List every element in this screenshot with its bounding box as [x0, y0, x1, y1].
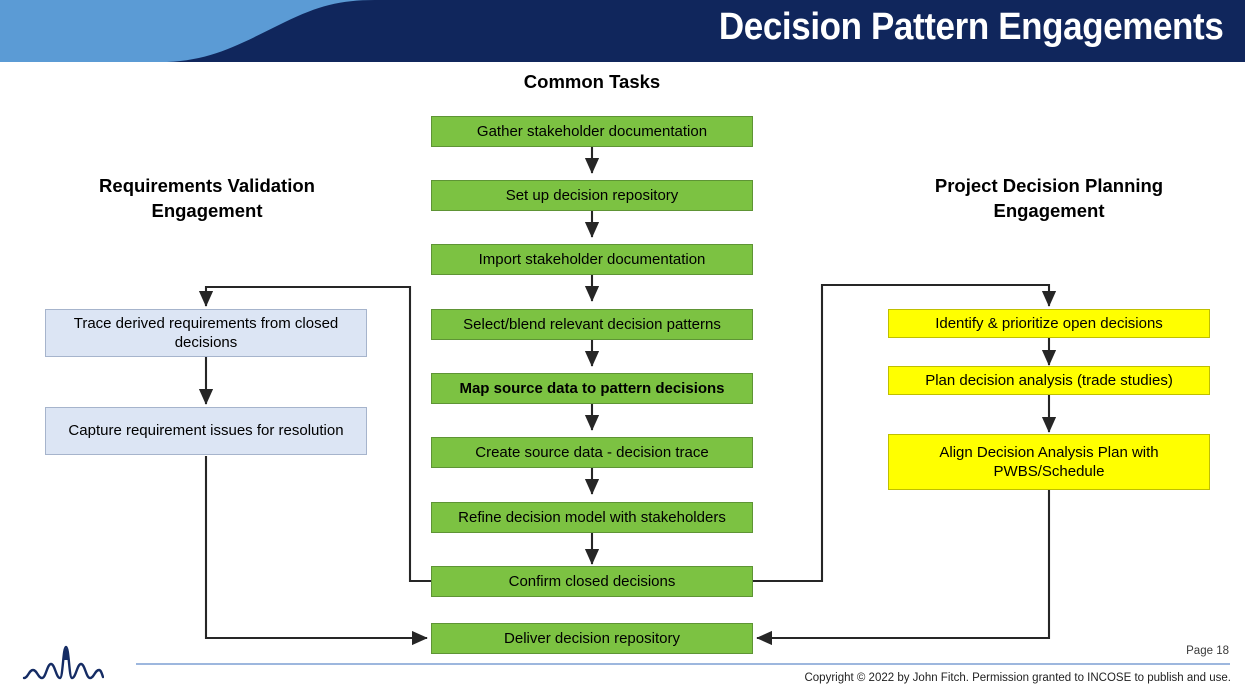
node-label: Map source data to pattern decisions — [459, 379, 725, 397]
page-title: Decision Pattern Engagements — [718, 6, 1223, 48]
copyright-notice: Copyright © 2022 by John Fitch. Permissi… — [804, 672, 1231, 684]
connector-align-to-deliver — [756, 490, 1051, 646]
page-number: Page 18 — [1186, 645, 1229, 657]
node-trace-derived-requirements-from-closed-decisions[interactable]: Trace derived requirements from closed d… — [45, 309, 367, 357]
node-label: Create source data - decision trace — [475, 443, 709, 461]
heading-project-decision-planning-engagement: Project Decision Planning Engagement — [884, 174, 1214, 223]
node-label: Deliver decision repository — [504, 629, 680, 647]
node-import-stakeholder-documentation[interactable]: Import stakeholder documentation — [431, 244, 753, 275]
footer-divider — [136, 663, 1230, 665]
node-label: Trace derived requirements from closed d… — [73, 314, 339, 352]
heading-right-line1: Project Decision Planning — [934, 175, 1164, 196]
node-label: Gather stakeholder documentation — [476, 122, 708, 140]
node-align-decision-analysis-plan-with-pwbs-schedule[interactable]: Align Decision Analysis Plan with PWBS/S… — [888, 434, 1210, 490]
node-label: Capture requirement issues for resolutio… — [68, 422, 344, 440]
node-label: Identify & prioritize open decisions — [935, 314, 1163, 332]
node-set-up-decision-repository[interactable]: Set up decision repository — [431, 180, 753, 211]
node-select-blend-relevant-decision-patterns[interactable]: Select/blend relevant decision patterns — [431, 309, 753, 340]
node-label: Refine decision model with stakeholders — [458, 508, 726, 526]
node-identify-prioritize-open-decisions[interactable]: Identify & prioritize open decisions — [888, 309, 1210, 338]
node-plan-decision-analysis-trade-studies[interactable]: Plan decision analysis (trade studies) — [888, 366, 1210, 395]
node-refine-decision-model-with-stakeholders[interactable]: Refine decision model with stakeholders — [431, 502, 753, 533]
heading-right-line2: Engagement — [993, 199, 1105, 221]
node-label: Set up decision repository — [505, 186, 679, 204]
header-shape — [0, 0, 1245, 62]
header-navy-swoosh — [160, 0, 1245, 62]
heading-left-line1: Requirements Validation — [99, 175, 315, 196]
header-banner: Decision Pattern Engagements — [0, 0, 1245, 62]
node-label: Plan decision analysis (trade studies) — [925, 371, 1173, 389]
wavelet-peak-logo — [22, 645, 104, 680]
connector-capture-to-deliver — [204, 456, 428, 646]
heading-left-line2: Engagement — [151, 199, 263, 221]
node-label: Select/blend relevant decision patterns — [463, 315, 721, 333]
node-label: Import stakeholder documentation — [478, 250, 706, 268]
heading-common-tasks: Common Tasks — [523, 71, 661, 92]
node-gather-stakeholder-documentation[interactable]: Gather stakeholder documentation — [431, 116, 753, 147]
node-capture-requirement-issues-for-resolution[interactable]: Capture requirement issues for resolutio… — [45, 407, 367, 455]
node-confirm-closed-decisions[interactable]: Confirm closed decisions — [431, 566, 753, 597]
node-create-source-data-decision-trace[interactable]: Create source data - decision trace — [431, 437, 753, 468]
node-label: Align Decision Analysis Plan with PWBS/S… — [939, 443, 1159, 481]
logo-peak-fill — [63, 648, 69, 660]
node-map-source-data-to-pattern-decisions[interactable]: Map source data to pattern decisions — [431, 373, 753, 404]
node-deliver-decision-repository[interactable]: Deliver decision repository — [431, 623, 753, 654]
heading-requirements-validation-engagement: Requirements Validation Engagement — [42, 174, 372, 223]
node-label: Confirm closed decisions — [508, 572, 676, 590]
